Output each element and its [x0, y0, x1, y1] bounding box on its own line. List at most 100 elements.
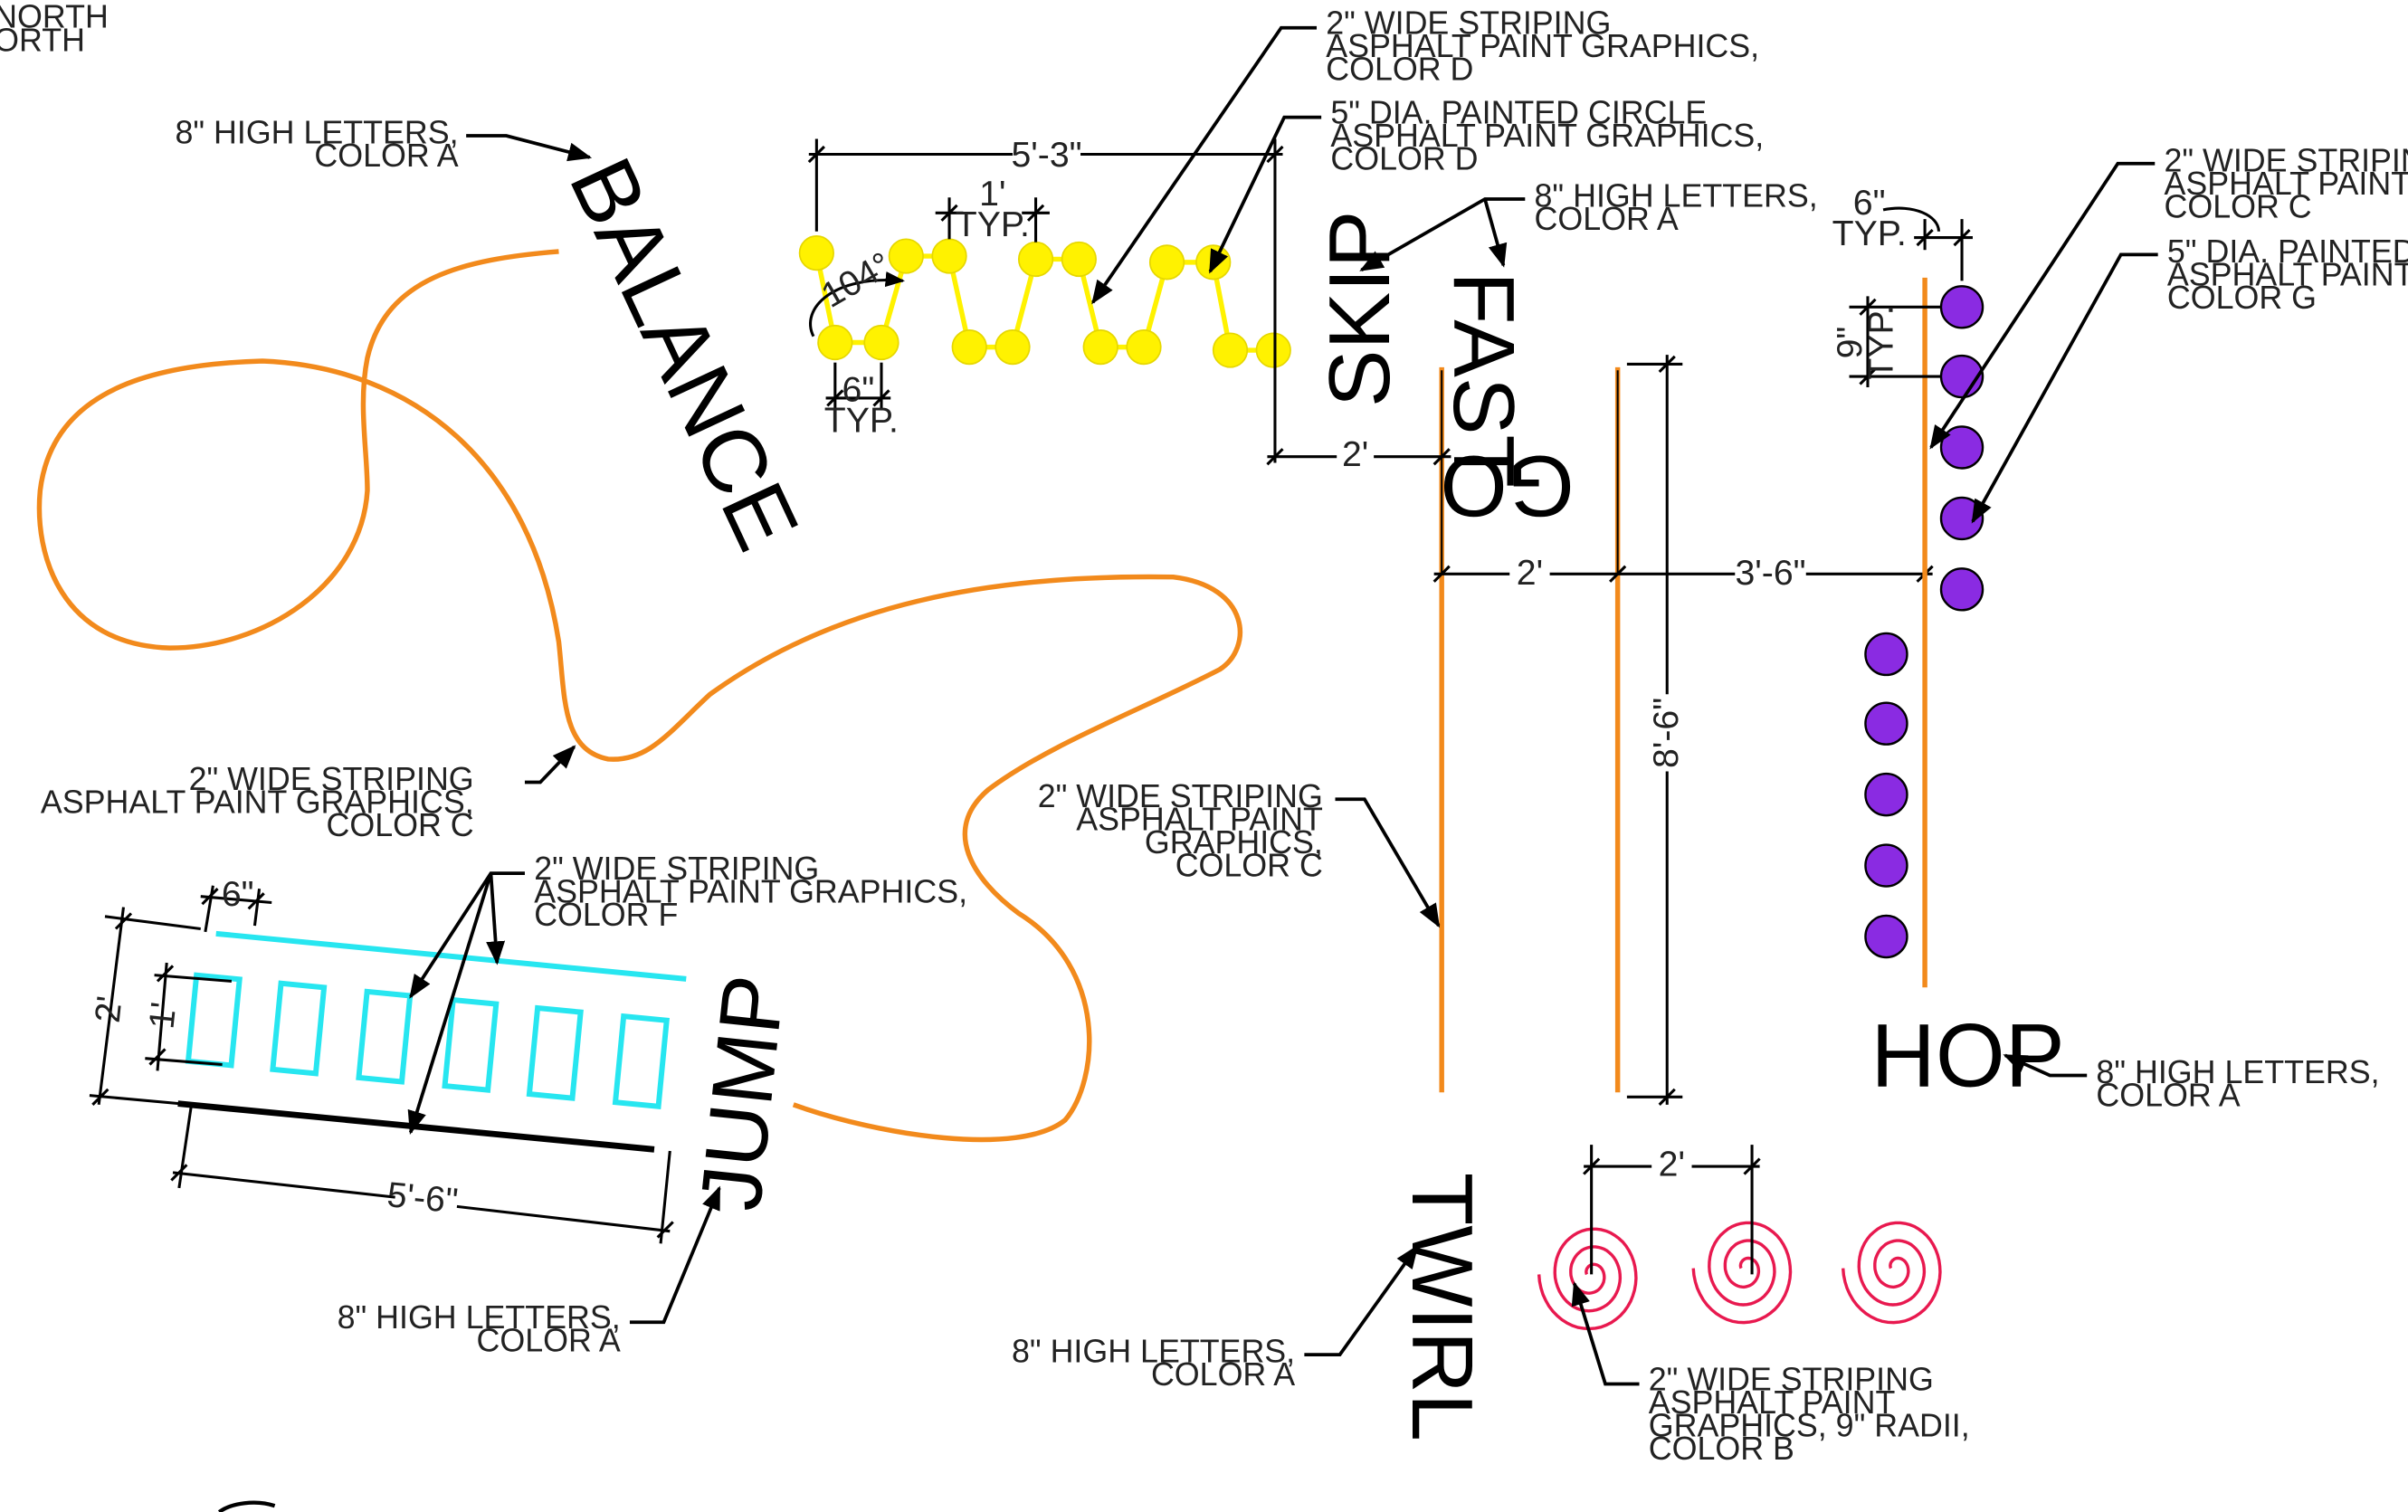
line-length-label: 8'-6" — [1646, 698, 1686, 768]
ladder-stripe-note-3: COLOR F — [534, 897, 678, 933]
jump-note-1: 8" HIGH LETTERS, — [338, 1299, 621, 1336]
purple-dot — [1864, 772, 1908, 817]
hop-spacing-typ: TYP. — [1861, 305, 1900, 379]
ladder-height-label: 2' — [88, 994, 130, 1025]
red-spiral — [1841, 1221, 1942, 1325]
curve-stripe-note-2: ASPHALT PAINT GRAPHICS, — [41, 785, 474, 821]
vertical-stripe-leader — [1335, 797, 1441, 928]
hop-stripe-note-3: COLOR C — [2164, 188, 2311, 224]
zigzag-spacing-label: 1' — [979, 174, 1005, 214]
hop-spacing-label: 9" — [1830, 327, 1870, 359]
zigzag-spacing-typ: TYP. — [956, 204, 1030, 244]
vertical-stripe-note-4: COLOR C — [1175, 848, 1323, 884]
twirl-note-1: 8" HIGH LETTERS, — [1012, 1334, 1295, 1370]
ladder-stripe-leader-c — [407, 872, 493, 1136]
yellow-dot — [1017, 241, 1054, 278]
yellow-dot — [1082, 329, 1118, 366]
ladder-stripe-note-2: ASPHALT PAINT GRAPHICS, — [534, 873, 967, 909]
yellow-dot — [995, 329, 1031, 366]
ladder-height-dim — [89, 907, 201, 1107]
spiral-note-2: ASPHALT PAINT — [1649, 1384, 1896, 1421]
curve-stripe-leader — [524, 745, 576, 785]
fast-letters-leader — [1483, 198, 1508, 268]
jump-letters-leader — [629, 1185, 721, 1325]
zigzag-offset-typ: TYP. — [824, 400, 899, 440]
zigzag-offset-dim — [825, 362, 891, 411]
yellow-dot — [1148, 244, 1185, 281]
ladder-rung-height-label: 1' — [141, 1000, 184, 1031]
balance-note-1: 8" HIGH LETTERS, — [175, 115, 458, 151]
spiral-note-1: 2" WIDE STRIPING — [1649, 1361, 1934, 1397]
yellow-stripe-note-1: 2" WIDE STRIPING — [1326, 5, 1611, 42]
yellow-stripe-leader — [1091, 25, 1318, 305]
twirl-note-2: COLOR A — [1151, 1356, 1295, 1393]
jump-word: JUMP — [683, 971, 804, 1215]
purple-circle-note-3: COLOR G — [2167, 280, 2317, 316]
purple-dot — [1939, 425, 1984, 470]
zigzag-width-dim — [807, 138, 1284, 463]
ladder-stripe-leader-a — [409, 871, 525, 999]
yellow-circle-leader — [1208, 115, 1322, 274]
skip-word: SKIP — [1312, 211, 1408, 408]
purple-circle-note-2: ASPHALT PAINT GRAPHICS, — [2167, 256, 2408, 292]
corner-text-2: ORTH — [0, 22, 85, 58]
zigzag-angle-arc — [809, 271, 906, 338]
purple-dot — [1864, 701, 1908, 746]
yellow-dot — [931, 238, 967, 274]
corner-text-1: NORTH — [0, 0, 109, 35]
hop-stripe-note-1: 2" WIDE STRIPING — [2164, 142, 2408, 178]
vertical-stripe-note-3: GRAPHICS, — [1145, 824, 1323, 861]
purple-dot — [1864, 914, 1908, 959]
yellow-dot — [1212, 332, 1249, 368]
ladder-rung-height-dim — [145, 962, 232, 1071]
twirl-letters-leader — [1304, 1244, 1419, 1356]
spiral-note-4: COLOR B — [1649, 1431, 1794, 1467]
purple-dot — [1939, 285, 1984, 329]
yellow-dot — [1255, 332, 1291, 368]
hop-stripe-note-2: ASPHALT PAINT GRAPHICS, — [2164, 166, 2408, 202]
line-gap-dim — [1432, 565, 1934, 583]
yellow-dot — [1126, 329, 1162, 366]
skip-note-1: 8" HIGH LETTERS, — [1535, 177, 1818, 214]
curve-stripe-note-3: COLOR C — [327, 807, 474, 843]
red-spiral — [1691, 1221, 1793, 1325]
yellow-stripe-note-3: COLOR D — [1326, 52, 1473, 88]
hop-word: HOP — [1870, 1004, 2064, 1105]
yellow-dot — [951, 329, 987, 366]
purple-dot — [1864, 843, 1908, 888]
hop-letters-leader — [2003, 1053, 2088, 1078]
ladder-rung — [185, 972, 243, 1069]
spiral-spacing-dim — [1583, 1145, 1761, 1275]
yellow-dot — [888, 238, 924, 274]
purple-dot — [1939, 496, 1984, 541]
hop-offset-arc — [1882, 206, 1940, 232]
fast-word: FAST — [1435, 271, 1531, 488]
purple-dot — [1864, 632, 1908, 677]
to-hop-line-label: 3'-6" — [1735, 553, 1805, 593]
partial-arc — [217, 1500, 276, 1512]
yellow-dot — [798, 235, 834, 271]
twirl-word: TWIRL — [1394, 1173, 1490, 1441]
balance-note-2: COLOR A — [314, 138, 458, 174]
spiral-note-3: GRAPHICS, 9" RADII, — [1649, 1407, 1970, 1443]
balance-word: BALANCE — [551, 143, 819, 564]
ladder-rung-width-dim — [200, 885, 272, 933]
zigzag-spacing-dim — [935, 197, 1050, 242]
ladder-length-dim — [170, 1104, 674, 1244]
hop-offset-dim — [1914, 219, 1973, 281]
purple-dot — [1939, 567, 1984, 612]
purple-dots — [1864, 285, 1984, 959]
go-word: GO — [1440, 438, 1575, 534]
ladder-rung-width-label: 6" — [222, 874, 254, 914]
ladder-rung — [612, 1013, 670, 1110]
balance-letters-leader — [466, 134, 593, 162]
hop-spacing-dim — [1849, 296, 1942, 387]
ladder-rung — [526, 1004, 584, 1101]
line-length-dim — [1626, 355, 1683, 1106]
yellow-circle-note-3: COLOR D — [1330, 141, 1478, 177]
yellow-dot — [817, 324, 853, 361]
spiral-stripe-leader — [1571, 1281, 1640, 1386]
hop-stripe-leader — [1929, 161, 2156, 450]
ladder-length-label: 5'-6" — [385, 1174, 460, 1221]
